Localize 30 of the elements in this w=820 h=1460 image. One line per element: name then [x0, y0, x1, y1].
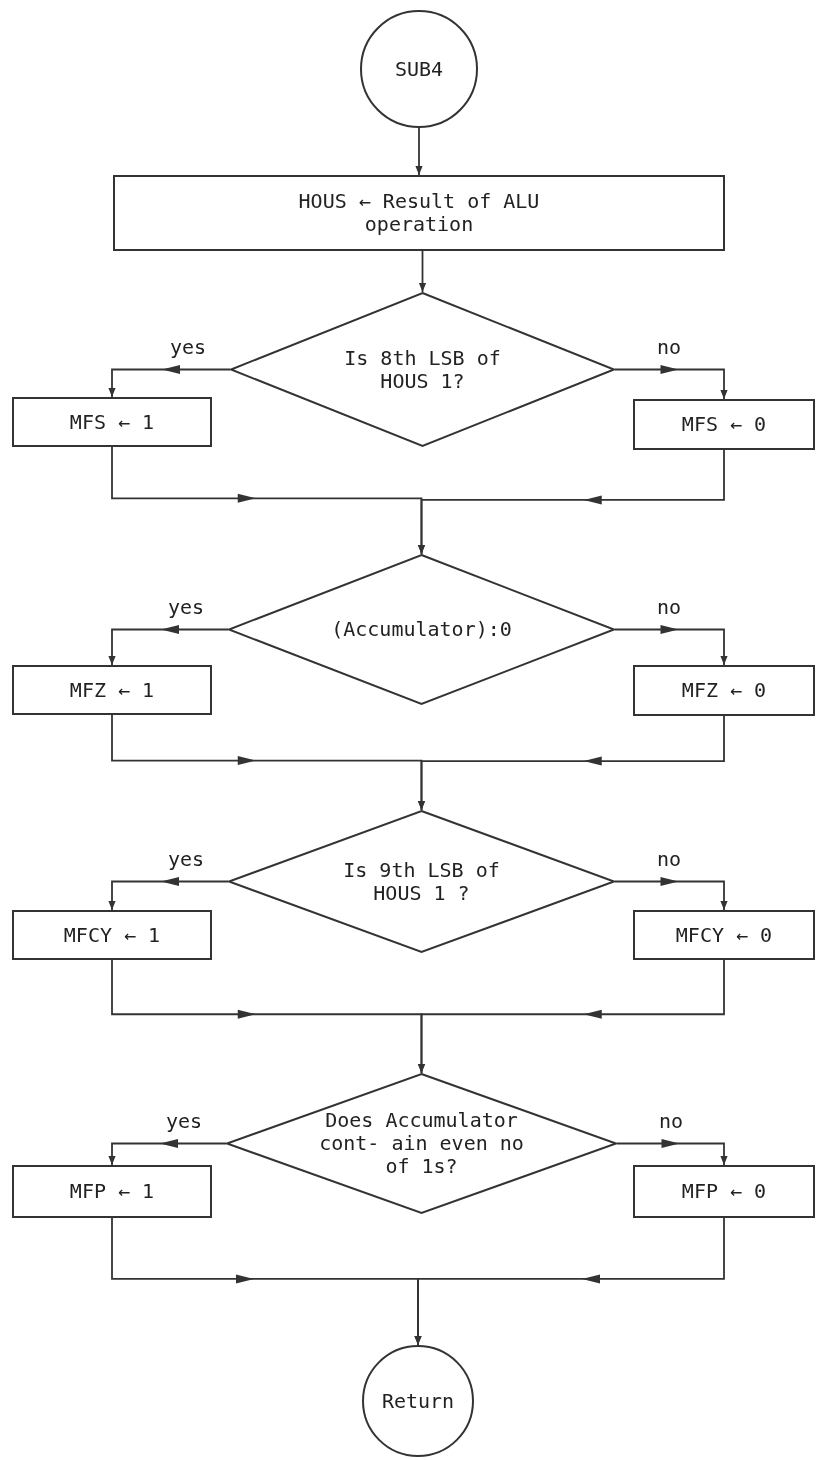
process-box [12, 910, 212, 960]
node-label: MFS ← 0 [680, 413, 768, 436]
node-label: Return [380, 1389, 456, 1413]
node-label: MFZ ← 0 [680, 679, 768, 702]
terminal-circle [360, 10, 478, 128]
node-label: MFS ← 1 [68, 410, 156, 434]
terminal-circle [362, 1345, 474, 1457]
process-box [633, 910, 815, 960]
process-box [633, 399, 815, 450]
process-box [12, 1165, 212, 1218]
node-label: MFP ← 0 [680, 1180, 768, 1203]
node-label: Is 9th LSB of HOUS 1 ? [342, 858, 501, 905]
node-label: Does Accumulator cont- ain even no of 1s? [318, 1109, 525, 1178]
node-label: SUB4 [393, 57, 445, 81]
process-box [12, 665, 212, 715]
decision-diamond [228, 810, 615, 953]
decision-diamond [230, 292, 615, 447]
node-label: MFCY ← 1 [62, 923, 162, 947]
node-label: MFZ ← 1 [68, 678, 156, 702]
node-label: Is 8th LSB of HOUS 1? [343, 346, 502, 393]
process-box [113, 175, 725, 251]
node-label: HOUS ← Result of ALU operation [297, 190, 541, 236]
decision-diamond [226, 1073, 617, 1214]
process-box [12, 397, 212, 447]
process-box [633, 665, 815, 716]
node-label: (Accumulator):0 [330, 618, 513, 641]
node-label: MFCY ← 0 [674, 923, 774, 947]
decision-diamond [228, 554, 615, 705]
process-box [633, 1165, 815, 1218]
node-label: MFP ← 1 [68, 1180, 156, 1203]
